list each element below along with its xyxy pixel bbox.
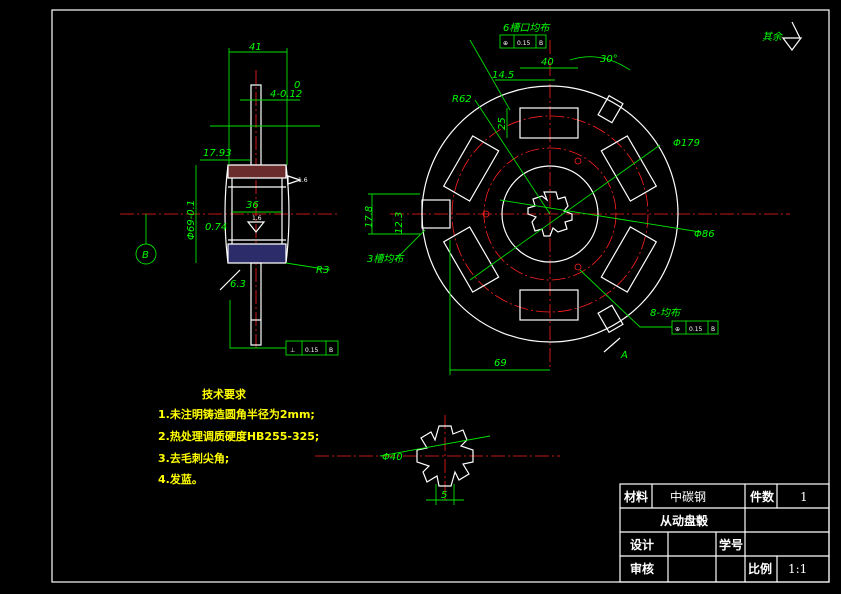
spline-view: Φ40 5: [315, 415, 560, 505]
student-id-label: 学号: [719, 537, 743, 552]
dim-bore-depth: 17.93: [203, 148, 232, 159]
dim-diameter: Φ69-0.1: [186, 200, 197, 240]
dim-slot: 4-0.12: [270, 89, 302, 100]
tech-requirements: 技术要求 1.未注明铸造圆角半径为2mm; 2.热处理调质硬度HB255-325…: [158, 387, 319, 486]
dim-radius: R3: [316, 265, 329, 276]
svg-text:1.6: 1.6: [298, 177, 308, 184]
svg-text:⊕: ⊕: [503, 40, 508, 47]
position-frame-top: [499, 34, 547, 49]
window-lower-left: [442, 226, 500, 293]
hub-bottom-section: [227, 243, 287, 264]
note-left: 3槽均布: [367, 253, 405, 265]
note-top: 6槽口均布: [503, 22, 551, 34]
hub-top-section: [227, 164, 287, 179]
material-label: 材料: [623, 489, 648, 504]
roughness-symbol-default: [781, 37, 803, 51]
svg-text:⊥: ⊥: [290, 347, 295, 354]
dim-chamfer: 6.3: [230, 279, 246, 290]
front-view: 40 30° 14.5 25 R62 Φ179 Φ86 17.8 12.3 69…: [364, 22, 790, 375]
dim-17-8: 17.8: [364, 206, 375, 228]
drawing-border: [51, 9, 830, 583]
title-block: 材料 中碳钢 件数 1 从动盘毂 设计 学号 审核 比例 1:1: [619, 483, 830, 583]
svg-text:0.15: 0.15: [517, 40, 531, 47]
dim-30deg: 30°: [600, 54, 618, 65]
slot-lower-right: [597, 304, 624, 334]
scale-label: 比例: [748, 561, 772, 576]
position-frame-right: [671, 320, 719, 335]
scale-value: 1:1: [788, 562, 807, 576]
hub-circle: [501, 165, 599, 263]
roughness-symbol-mid: [246, 221, 266, 233]
window-upper-right: [600, 135, 658, 202]
drawing-title: 从动盘毂: [660, 513, 709, 528]
label-a: A: [620, 350, 628, 361]
svg-text:B: B: [539, 40, 543, 47]
svg-text:0.15: 0.15: [689, 326, 703, 333]
dim-r62: R62: [452, 94, 472, 105]
dim-14-5: 14.5: [492, 70, 514, 81]
lower-flange: [250, 262, 262, 346]
slot-left: [421, 199, 451, 229]
window-circle: [451, 115, 649, 313]
svg-text:B: B: [711, 326, 715, 333]
bolt-hole-2: [574, 263, 582, 271]
side-view: 41 4-0.12 0 17.93 36 Φ69-0.1 0.74 R3 6.3…: [120, 42, 340, 356]
window-bottom: [519, 289, 579, 321]
tech-item-2: 2.热处理调质硬度HB255-325;: [158, 429, 319, 443]
svg-text:1.6: 1.6: [252, 215, 262, 222]
bolt-hole-1: [574, 157, 582, 165]
tech-heading: 技术要求: [202, 387, 247, 401]
dim-86: Φ86: [694, 229, 715, 240]
window-upper-left: [442, 135, 500, 202]
design-label: 设计: [630, 537, 654, 552]
tech-item-1: 1.未注明铸造圆角半径为2mm;: [158, 407, 315, 421]
review-label: 审核: [630, 561, 654, 576]
svg-text:⊕: ⊕: [675, 326, 680, 333]
hub-right-outline: [285, 164, 290, 264]
bolt-hole-3: [482, 210, 490, 218]
hub-left-outline: [224, 164, 229, 264]
svg-text:0.15: 0.15: [305, 347, 319, 354]
note-right: 8-均布: [650, 307, 682, 319]
window-lower-right: [600, 226, 658, 293]
tech-item-4: 4.发蓝。: [158, 472, 203, 486]
qty-value: 1: [800, 490, 808, 504]
dim-40: 40: [541, 57, 554, 68]
dim-69: 69: [494, 358, 507, 369]
material-value: 中碳钢: [670, 489, 706, 504]
dim-179: Φ179: [673, 138, 700, 149]
perpendicularity-frame: [285, 340, 339, 356]
dim-spline-width: 5: [441, 490, 447, 501]
window-top: [519, 107, 579, 139]
dim-25: 25: [497, 117, 508, 130]
dim-spline-diameter: Φ40: [382, 452, 403, 463]
datum-b-label: B: [142, 250, 149, 261]
bolt-circle: [483, 147, 617, 281]
dim-12-3: 12.3: [394, 212, 405, 234]
roughness-note: 其余: [762, 31, 784, 43]
dim-small: 0.74: [205, 222, 227, 233]
roughness-symbol-top: [287, 175, 302, 185]
dim-hub-length: 36: [246, 200, 259, 211]
svg-text:B: B: [329, 347, 333, 354]
dim-slot-top: 0: [294, 80, 300, 91]
tech-item-3: 3.去毛刺尖角;: [158, 451, 229, 465]
dim-width: 41: [249, 42, 262, 53]
qty-label: 件数: [750, 489, 775, 504]
slot-upper-right: [597, 94, 624, 124]
